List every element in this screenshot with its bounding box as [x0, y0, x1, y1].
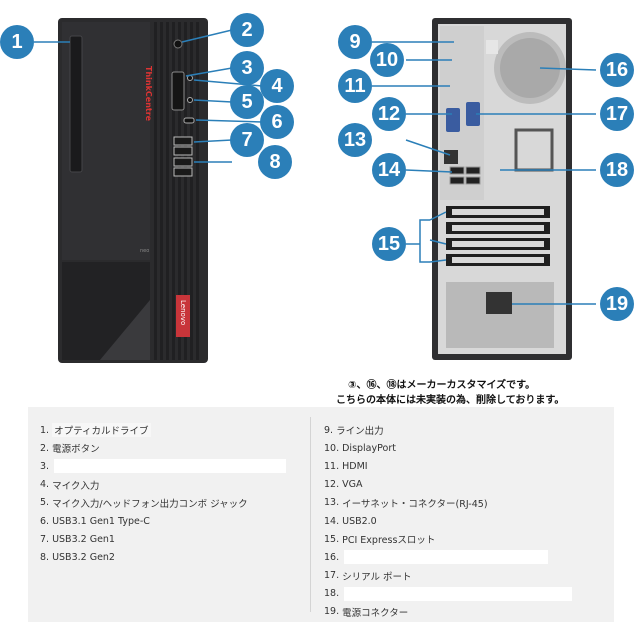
brand-label: ThinkCentre — [144, 66, 153, 122]
usb-port — [465, 166, 481, 175]
redaction-bar — [54, 459, 287, 474]
front-view: ThinkCentre neo Lenovo — [58, 18, 208, 363]
callout-17: 17 — [600, 97, 634, 131]
usb-port — [173, 136, 193, 146]
column-divider — [310, 417, 311, 612]
spec-item-16: 16. — [324, 548, 604, 566]
spec-item-2: 2.電源ボタン — [40, 442, 100, 456]
spec-item-19: 19.電源コネクター — [324, 606, 409, 619]
spec-item-4: 4.マイク入力 — [40, 479, 100, 492]
rear-view — [432, 18, 572, 360]
model-label: neo — [140, 248, 149, 254]
callout-8: 8 — [258, 145, 292, 179]
lenovo-logo — [176, 295, 190, 337]
spec-column-left: 1.オプティカルドライブ 2.電源ボタン 3. 4.マイク入力 5.マイク入力/… — [40, 421, 298, 567]
spec-item-18: 18. — [324, 585, 604, 603]
usb-port — [173, 167, 193, 177]
callout-12: 12 — [372, 97, 406, 131]
ethernet-port — [444, 150, 458, 164]
spec-item-5: 5.マイク入力/ヘッドフォン出力コンボ ジャック — [40, 497, 248, 510]
combo-jack — [187, 97, 193, 103]
callout-16: 16 — [600, 53, 634, 87]
spec-item-8: 8.USB3.2 Gen2 — [40, 551, 115, 563]
usb-port — [449, 166, 465, 175]
spec-item-1: 1.オプティカルドライブ — [40, 423, 151, 438]
svg-text:Lenovo: Lenovo — [179, 300, 187, 325]
callout-7: 7 — [230, 123, 264, 157]
spec-item-9: 9.ライン出力 — [324, 424, 384, 438]
usb-port — [173, 146, 193, 156]
spec-item-13: 13.イーサネット・コネクター(RJ-45) — [324, 497, 488, 510]
port-spec-table: 1.オプティカルドライブ 2.電源ボタン 3. 4.マイク入力 5.マイク入力/… — [28, 407, 614, 622]
customization-note-line1: ③、⑯、⑱はメーカーカスタマイズです。 — [348, 380, 536, 391]
callout-4: 4 — [260, 69, 294, 103]
spec-item-10: 10.DisplayPort — [324, 442, 396, 454]
callout-13: 13 — [338, 123, 372, 157]
spec-item-7: 7.USB3.2 Gen1 — [40, 533, 115, 545]
vga-port — [446, 108, 460, 132]
spec-item-3: 3. — [40, 457, 298, 475]
power-connector — [486, 292, 512, 314]
redaction-bar — [344, 550, 549, 565]
spec-item-17: 17.シリアル ポート — [324, 570, 412, 583]
callout-5: 5 — [230, 85, 264, 119]
callout-2: 2 — [230, 13, 264, 47]
callout-14: 14 — [372, 153, 406, 187]
spec-item-14: 14.USB2.0 — [324, 515, 377, 527]
callout-9: 9 — [338, 25, 372, 59]
spec-item-12: 12.VGA — [324, 479, 363, 491]
serial-port — [466, 102, 480, 126]
redaction-bar — [344, 586, 573, 601]
spec-item-6: 6.USB3.1 Gen1 Type-C — [40, 515, 150, 527]
callout-6: 6 — [260, 105, 294, 139]
spec-item-15: 15.PCI Expressスロット — [324, 533, 436, 547]
usb-port — [173, 157, 193, 167]
spec-item-11: 11.HDMI — [324, 460, 368, 472]
card-slot — [171, 71, 185, 111]
callout-10: 10 — [370, 43, 404, 77]
usb-port — [449, 176, 465, 185]
customization-note-line2: こちらの本体には未実装の為、削除しております。 — [336, 395, 565, 406]
callout-1: 1 — [0, 25, 34, 59]
power-button — [173, 39, 183, 49]
callout-19: 19 — [600, 287, 634, 321]
product-figure: ThinkCentre neo Lenovo — [34, 18, 597, 363]
callout-18: 18 — [600, 153, 634, 187]
rear-leader-lines — [372, 41, 597, 305]
usb-port — [465, 176, 481, 185]
usb-c-port — [183, 117, 195, 124]
optical-drive — [69, 35, 83, 173]
spec-column-right: 9.ライン出力 10.DisplayPort 11.HDMI 12.VGA 13… — [324, 421, 604, 621]
callout-3: 3 — [230, 51, 264, 85]
callout-15: 15 — [372, 227, 406, 261]
callout-11: 11 — [338, 69, 372, 103]
